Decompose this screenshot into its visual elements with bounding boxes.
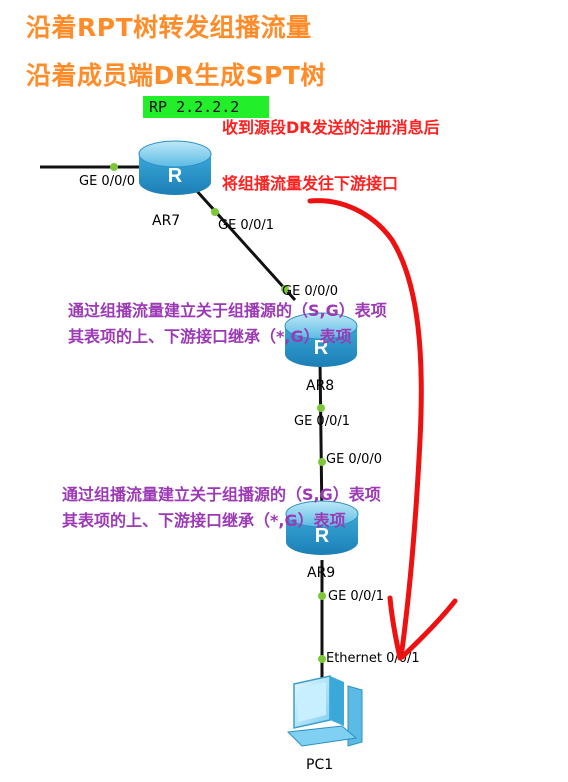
port-dot [281, 285, 289, 293]
node-label-pc1: PC1 [306, 757, 334, 773]
port-dot [211, 208, 219, 216]
arrow-head-left [387, 595, 403, 661]
diagram-title: 沿着RPT树转发组播流量 [26, 13, 312, 42]
ar9-annotation-line2: 其表项的上、下游接口继承（*,G）表项 [62, 511, 346, 530]
router-icon[interactable]: R [284, 312, 358, 367]
port-dot [318, 458, 326, 466]
ar7-note-line1: 收到源段DR发送的注册消息后 [222, 118, 440, 137]
ar9-annotation: 通过组播流量建立关于组播源的（S,G）表项 其表项的上、下游接口继承（*,G）表… [62, 482, 381, 534]
ar9-port-ge000: GE 0/0/0 [326, 452, 382, 467]
node-label-ar8: AR8 [306, 378, 335, 394]
ar7-port-ge001: GE 0/0/1 [218, 218, 274, 233]
node-label-ar9: AR9 [307, 565, 336, 581]
svg-text:R: R [314, 337, 329, 359]
link-ar8-ar9 [318, 359, 324, 521]
ar9-port-ge001: GE 0/0/1 [328, 589, 384, 604]
ar9-annotation-line1: 通过组播流量建立关于组播源的（S,G）表项 [62, 485, 381, 504]
arrow-head-right [399, 598, 458, 660]
pc-icon[interactable] [286, 675, 363, 747]
svg-text:R: R [315, 525, 330, 547]
ar8-annotation-line2: 其表项的上、下游接口继承（*,G）表项 [68, 327, 352, 346]
pc1-port-ethernet: Ethernet 0/0/1 [326, 651, 420, 666]
svg-text:R: R [168, 165, 183, 187]
diagram-subtitle: 沿着成员端DR生成SPT树 [26, 61, 326, 90]
ar7-note-line2: 将组播流量发往下游接口 [222, 174, 399, 193]
router-icon[interactable]: R [285, 500, 359, 555]
ar8-port-ge000: GE 0/0/0 [282, 284, 338, 299]
link-ar7-ar8 [194, 188, 297, 302]
arrow-shaft [307, 198, 424, 653]
ar8-port-ge001: GE 0/0/1 [294, 414, 350, 429]
port-dot [317, 404, 325, 412]
node-label-ar7: AR7 [152, 213, 181, 229]
ar7-port-ge000: GE 0/0/0 [79, 174, 135, 189]
port-dot [318, 655, 326, 663]
port-dot [110, 163, 118, 171]
router-icon[interactable]: R [138, 140, 212, 195]
rp-address-label: RP 2.2.2.2 [143, 96, 269, 118]
ar8-annotation-line1: 通过组播流量建立关于组播源的（S,G）表项 [68, 301, 387, 320]
ar8-annotation: 通过组播流量建立关于组播源的（S,G）表项 其表项的上、下游接口继承（*,G）表… [68, 298, 387, 350]
port-dot [318, 592, 326, 600]
